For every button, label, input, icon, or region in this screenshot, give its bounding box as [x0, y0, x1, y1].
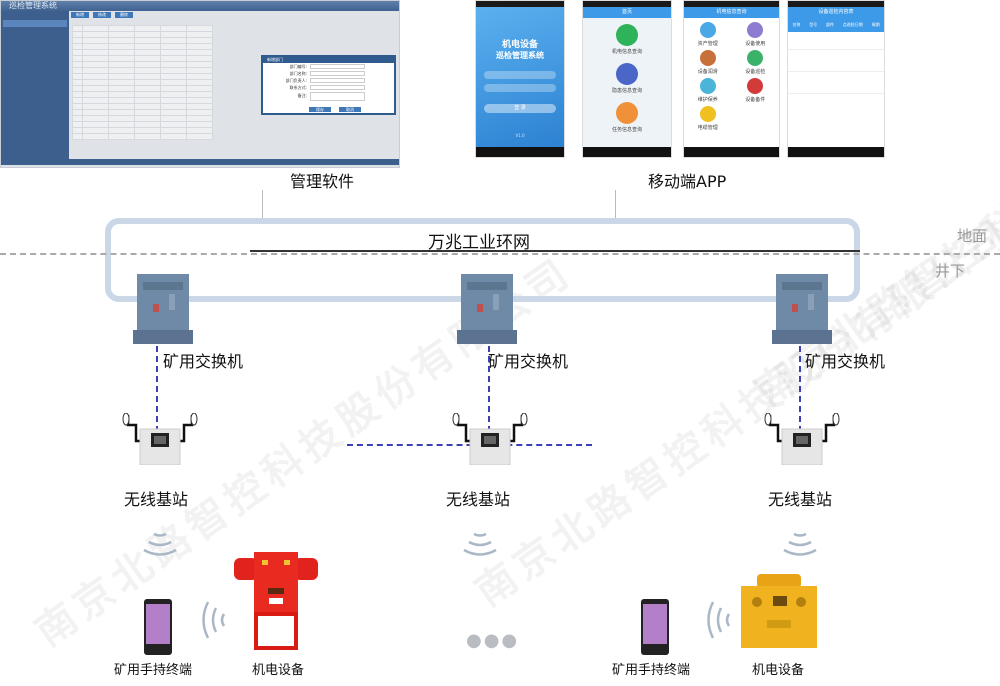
- mine-switch-icon: [457, 274, 517, 344]
- mine-switch-icon: [772, 274, 832, 344]
- sidebar: [1, 11, 69, 165]
- electromechanical-equipment-red-icon: [234, 552, 318, 650]
- management-software-label: 管理软件: [290, 172, 355, 191]
- menu-item-label: 设备巡检: [745, 69, 766, 75]
- wireless-base-station-icon: [452, 413, 528, 465]
- menu-item-icon: [699, 50, 716, 66]
- field-label: 部门负责人:: [285, 77, 307, 83]
- menu-item-label: 维护保养: [697, 97, 718, 103]
- base-station-label: 无线基站: [446, 490, 511, 509]
- menu-item-icon: [699, 106, 716, 122]
- mobile-app-label: 移动端APP: [648, 172, 727, 191]
- list-screen: 设备巡检内容表 名称 型号 部件 点巡检日期 周期: [787, 0, 885, 158]
- menu-item-icon: [747, 78, 764, 94]
- gear-icon: [616, 24, 638, 46]
- base-station-label: 无线基站: [768, 490, 833, 509]
- switch-to-base-link: [799, 346, 801, 432]
- menu-item: 资产管理: [684, 22, 732, 47]
- column-header: 周期: [871, 22, 880, 27]
- base-station-label: 无线基站: [124, 490, 189, 509]
- ring-network-label: 万兆工业环网: [428, 233, 530, 253]
- menu-item: 隐患信息查询: [611, 88, 642, 94]
- field-label: 联系方式:: [289, 84, 307, 90]
- shield-icon: [616, 63, 638, 85]
- menu-item: 电缆管理: [684, 106, 732, 131]
- equipment-label: 机电设备: [752, 663, 805, 678]
- wireless-signal-icon: [783, 532, 817, 556]
- app-title: 巡检管理系统: [1, 1, 399, 11]
- menu-item-icon: [747, 50, 764, 66]
- menu-item-label: 电缆管理: [697, 125, 718, 131]
- switch-label: 矿用交换机: [805, 352, 886, 371]
- login-button: 登 录: [484, 104, 556, 113]
- data-table: [72, 25, 213, 140]
- list-header: 设备巡检内容表: [788, 7, 884, 18]
- ground-divider: [0, 253, 1000, 255]
- menu-item-label: 设备润滑: [697, 69, 718, 75]
- equipment-label: 机电设备: [252, 663, 305, 678]
- field-label: 备注:: [297, 93, 307, 98]
- underground-label: 井下: [935, 262, 966, 280]
- wireless-signal-icon: [202, 601, 226, 639]
- column-header: 部件: [825, 22, 834, 27]
- column-header: 名称: [792, 22, 801, 27]
- menu-item-label: 设备备件: [745, 97, 766, 103]
- electromechanical-equipment-yellow-icon: [741, 574, 817, 648]
- footer: [69, 159, 399, 165]
- surface-label: 地面: [957, 227, 988, 245]
- menu-item: 设备使用: [732, 22, 780, 47]
- menu-header: 机电信息查询: [684, 7, 779, 18]
- menu-item: 设备备件: [732, 78, 780, 103]
- connector-line: [262, 190, 263, 220]
- switch-label: 矿用交换机: [163, 352, 244, 371]
- menu-item-icon: [747, 22, 764, 38]
- more-indicator: ●●●: [466, 630, 520, 651]
- wireless-base-station-icon: [122, 413, 198, 465]
- handheld-terminal-icon: [641, 599, 669, 655]
- field-label: 部门名称:: [289, 70, 307, 76]
- menu-screen: 机电信息查询 资产管理 设备使用设备润滑 设备巡检维护保养 设备备件电缆管理: [683, 0, 780, 158]
- handheld-label: 矿用手持终端: [114, 663, 193, 678]
- dialog-title: 新增部门: [263, 57, 394, 63]
- handheld-label: 矿用手持终端: [612, 663, 691, 678]
- version: V1.0: [515, 133, 525, 138]
- save-button: 保存: [309, 107, 331, 112]
- connector-line: [615, 190, 616, 220]
- login-title: 机电设备: [501, 40, 538, 50]
- wireless-signal-icon: [463, 532, 497, 556]
- menu-item: 机电信息查询: [611, 49, 642, 55]
- wireless-base-station-icon: [764, 413, 840, 465]
- login-screen: 机电设备 巡检管理系统 登 录 V1.0: [475, 0, 565, 158]
- add-button: 新增: [71, 12, 89, 18]
- handheld-terminal-icon: [144, 599, 172, 655]
- switch-to-base-link: [156, 346, 158, 432]
- mine-switch-icon: [133, 274, 193, 344]
- task-icon: [616, 102, 638, 124]
- menu-item-icon: [699, 22, 716, 38]
- toolbar: 新增 修改 删除: [71, 12, 133, 18]
- home-header: 首页: [583, 7, 671, 18]
- column-header: 型号: [809, 22, 818, 27]
- management-software-screenshot: 巡检管理系统 新增 修改 删除 新增部门 部门编号: 部门名称: 部门负责人: …: [0, 0, 400, 168]
- add-department-dialog: 新增部门 部门编号: 部门名称: 部门负责人: 联系方式: 备注: 保存 取消: [261, 55, 396, 115]
- switch-label: 矿用交换机: [488, 352, 569, 371]
- cancel-button: 取消: [339, 107, 361, 112]
- menu-item-label: 设备使用: [745, 41, 766, 47]
- menu-item: 设备润滑: [684, 50, 732, 75]
- home-screen: 首页 机电信息查询 隐患信息查询 任务信息查询: [582, 0, 672, 158]
- ring-bus-line: [250, 250, 860, 252]
- menu-item: 维护保养: [684, 78, 732, 103]
- menu-item: 设备巡检: [732, 50, 780, 75]
- wireless-signal-icon: [707, 601, 731, 639]
- menu-item: 任务信息查询: [611, 127, 642, 133]
- field-label: 部门编号:: [289, 63, 307, 69]
- wireless-signal-icon: [143, 532, 177, 556]
- delete-button: 删除: [115, 12, 133, 18]
- edit-button: 修改: [93, 12, 111, 18]
- menu-item-label: 资产管理: [697, 41, 718, 47]
- menu-item-icon: [699, 78, 716, 94]
- column-header: 点巡检日期: [842, 22, 863, 27]
- login-subtitle: 巡检管理系统: [496, 51, 544, 60]
- switch-to-base-link: [488, 346, 490, 432]
